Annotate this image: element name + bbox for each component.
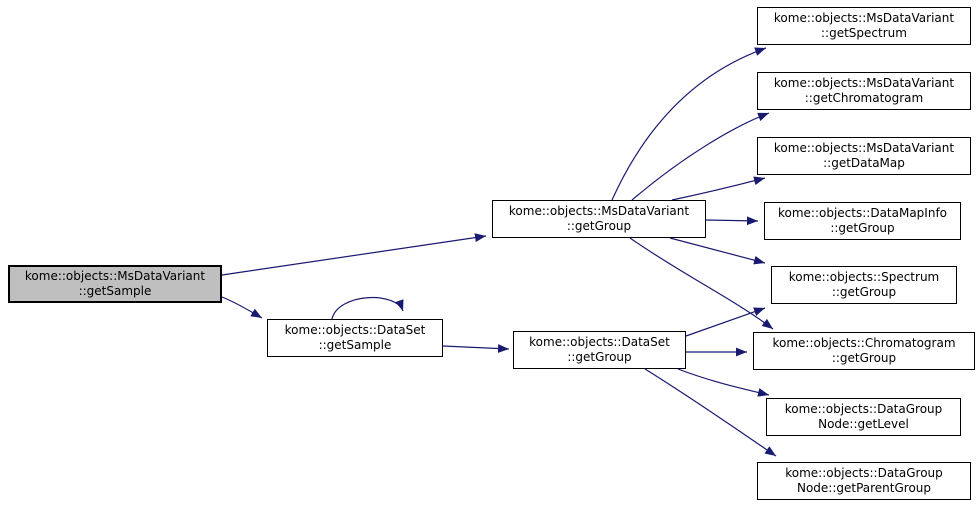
edge-msdv-getgroup-to-getchromatogram (631, 112, 770, 201)
node-msdatavariant-getgroup[interactable]: kome::objects::MsDataVariant ::getGroup (492, 200, 706, 238)
node-msdatavariant-getdatamap[interactable]: kome::objects::MsDataVariant ::getDataMa… (757, 137, 971, 175)
edge-getsample-to-msdv-getgroup (221, 233, 487, 276)
node-label: ::getSample (78, 284, 152, 298)
node-dataset-getgroup[interactable]: kome::objects::DataSet ::getGroup (513, 331, 686, 369)
node-label: kome::objects::DataMapInfo (777, 206, 948, 220)
node-label: kome::objects::MsDataVariant (773, 141, 955, 155)
node-msdatavariant-getspectrum[interactable]: kome::objects::MsDataVariant ::getSpectr… (757, 7, 971, 45)
edge-msdv-getgroup-to-chromatogram (629, 237, 774, 330)
edge-msdv-getgroup-to-spectrum (669, 237, 766, 265)
node-datagroupnode-getparentgroup[interactable]: kome::objects::DataGroup Node::getParent… (757, 462, 971, 500)
node-label: ::getGroup (831, 285, 897, 299)
node-label: kome::objects::DataSet (284, 323, 426, 337)
node-chromatogram-getgroup[interactable]: kome::objects::Chromatogram ::getGroup (753, 332, 975, 370)
edge-dataset-getsample-self-loop (331, 296, 404, 320)
node-dataset-getsample[interactable]: kome::objects::DataSet ::getSample (267, 319, 443, 357)
node-label: Node::getParentGroup (796, 481, 932, 495)
node-label: kome::objects::MsDataVariant (773, 11, 955, 25)
node-spectrum-getgroup[interactable]: kome::objects::Spectrum ::getGroup (771, 266, 957, 304)
edge-getsample-to-dataset-getsample (221, 296, 263, 319)
edge-dataset-getgroup-to-getparentgroup (644, 368, 777, 457)
node-label: ::getGroup (830, 221, 895, 235)
node-datamapinfo-getgroup[interactable]: kome::objects::DataMapInfo ::getGroup (764, 202, 961, 240)
node-datagroupnode-getlevel[interactable]: kome::objects::DataGroup Node::getLevel (766, 398, 961, 436)
edge-msdv-getgroup-to-getdatamap (671, 176, 766, 201)
node-label: Node::getLevel (818, 417, 909, 431)
node-label: ::getDataMap (823, 156, 905, 170)
node-label: kome::objects::Chromatogram (772, 336, 956, 350)
node-label: kome::objects::MsDataVariant (24, 269, 206, 283)
node-label: ::getSpectrum (821, 26, 907, 40)
edge-dataset-getgroup-to-getlevel (677, 368, 770, 397)
node-label: ::getSample (318, 338, 392, 352)
node-label: kome::objects::MsDataVariant (773, 76, 955, 90)
node-label: ::getGroup (567, 350, 632, 364)
node-label: kome::objects::Spectrum (788, 270, 940, 284)
node-label: ::getGroup (566, 219, 632, 233)
edge-dataset-getgroup-to-spectrum (685, 307, 766, 337)
edge-msdv-getgroup-to-getspectrum (611, 47, 767, 201)
node-label: kome::objects::DataGroup (784, 402, 943, 416)
node-label: ::getGroup (831, 351, 897, 365)
node-msdatavariant-getchromatogram[interactable]: kome::objects::MsDataVariant ::getChroma… (757, 72, 971, 110)
node-msdatavariant-getsample: kome::objects::MsDataVariant ::getSample (8, 265, 222, 303)
node-label: kome::objects::DataSet (529, 335, 670, 349)
node-label: ::getChromatogram (804, 91, 924, 105)
edge-dataset-getsample-to-getgroup (442, 344, 510, 353)
node-label: kome::objects::DataGroup (785, 466, 943, 480)
node-label: kome::objects::MsDataVariant (508, 204, 690, 218)
edge-msdv-getgroup-to-datamapinfo (705, 216, 759, 226)
